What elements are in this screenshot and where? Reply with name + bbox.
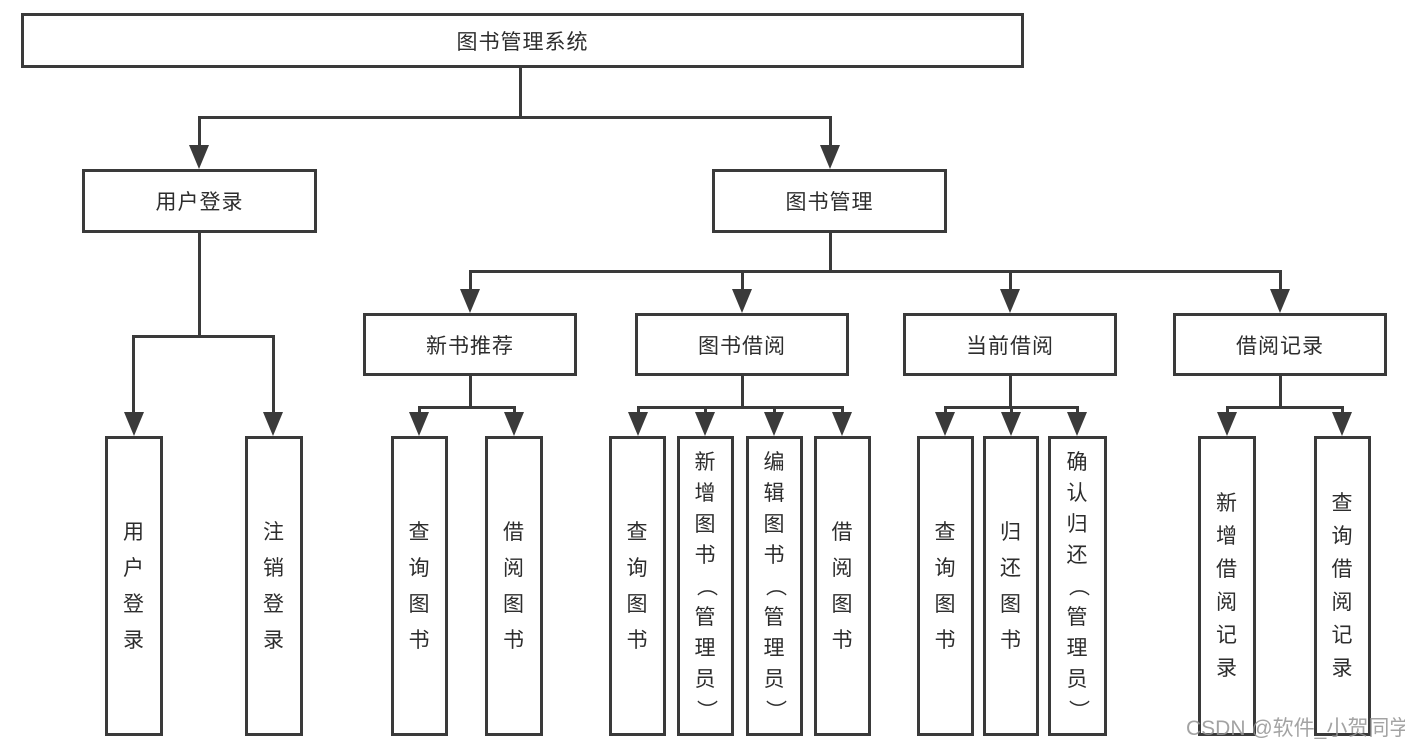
connector-line — [637, 406, 844, 409]
leaf-current-query-label: 查询图书 — [934, 520, 957, 652]
connector-line — [741, 376, 744, 409]
connector-line — [637, 406, 640, 416]
connector-line — [1010, 406, 1013, 416]
arrowhead-down-icon — [695, 412, 715, 436]
connector-line — [198, 116, 832, 119]
leaf-confirm-return-admin-label: 确认归还（管理员） — [1066, 450, 1089, 722]
node-borrow-records-label: 借阅记录 — [1236, 334, 1324, 358]
leaf-add-book-admin-label: 新增图书（管理员） — [694, 450, 717, 722]
csdn-watermark: CSDN @软件_小贺同学 — [1186, 717, 1405, 740]
leaf-confirm-return-admin: 确认归还（管理员） — [1048, 436, 1107, 736]
leaf-user-login-label: 用户登录 — [123, 520, 145, 652]
node-book-management-label: 图书管理 — [785, 191, 874, 214]
connector-line — [944, 406, 947, 416]
leaf-add-borrow-record: 新增借阅记录 — [1198, 436, 1256, 736]
connector-line — [469, 270, 472, 294]
connector-line — [1341, 406, 1344, 416]
node-root: 图书管理系统 — [21, 13, 1024, 68]
connector-line — [418, 406, 421, 416]
connector-line — [418, 406, 516, 409]
node-new-book-recommend-label: 新书推荐 — [426, 334, 514, 358]
leaf-return-book: 归还图书 — [983, 436, 1039, 736]
node-borrow-records: 借阅记录 — [1173, 313, 1387, 376]
connector-line — [469, 270, 1282, 273]
leaf-logout: 注销登录 — [245, 436, 303, 736]
connector-line — [513, 406, 516, 416]
node-current-borrow: 当前借阅 — [903, 313, 1117, 376]
leaf-edit-book-admin: 编辑图书（管理员） — [746, 436, 803, 736]
leaf-query-borrow-record: 查询借阅记录 — [1314, 436, 1371, 736]
leaf-borrow-book: 借阅图书 — [814, 436, 871, 736]
arrowhead-down-icon — [628, 412, 648, 436]
connector-line — [773, 406, 776, 416]
leaf-borrow-book-label: 借阅图书 — [831, 520, 854, 652]
node-user-login: 用户登录 — [82, 169, 317, 233]
leaf-return-book-label: 归还图书 — [1000, 520, 1022, 652]
connector-line — [519, 68, 522, 119]
arrowhead-down-icon — [1217, 412, 1237, 436]
node-book-borrow: 图书借阅 — [635, 313, 849, 376]
leaf-edit-book-admin-label: 编辑图书（管理员） — [763, 450, 786, 722]
arrowhead-down-icon — [124, 412, 144, 436]
arrowhead-down-icon — [460, 289, 480, 313]
arrowhead-down-icon — [504, 412, 524, 436]
connector-line — [1009, 376, 1012, 409]
connector-line — [841, 406, 844, 416]
leaf-query-borrow-record-label: 查询借阅记录 — [1331, 492, 1354, 680]
arrowhead-down-icon — [189, 145, 209, 169]
arrowhead-down-icon — [764, 412, 784, 436]
leaf-newbook-query-label: 查询图书 — [408, 520, 431, 652]
leaf-current-query: 查询图书 — [917, 436, 974, 736]
arrowhead-down-icon — [832, 412, 852, 436]
connector-line — [198, 233, 201, 338]
leaf-newbook-borrow: 借阅图书 — [485, 436, 543, 736]
leaf-add-borrow-record-label: 新增借阅记录 — [1216, 492, 1238, 680]
connector-line — [132, 335, 275, 338]
arrowhead-down-icon — [1270, 289, 1290, 313]
connector-line — [272, 335, 275, 417]
leaf-add-book-admin: 新增图书（管理员） — [677, 436, 734, 736]
arrowhead-down-icon — [820, 145, 840, 169]
node-user-login-label: 用户登录 — [155, 191, 244, 214]
node-root-label: 图书管理系统 — [456, 30, 589, 54]
node-book-borrow-label: 图书借阅 — [698, 334, 786, 358]
connector-line — [1279, 270, 1282, 294]
connector-line — [704, 406, 707, 416]
leaf-logout-label: 注销登录 — [263, 520, 285, 652]
connector-line — [1279, 376, 1282, 409]
connector-line — [1226, 406, 1344, 409]
connector-line — [198, 116, 201, 151]
node-new-book-recommend: 新书推荐 — [363, 313, 577, 376]
arrowhead-down-icon — [732, 289, 752, 313]
arrowhead-down-icon — [1067, 412, 1087, 436]
leaf-borrow-query: 查询图书 — [609, 436, 666, 736]
leaf-newbook-borrow-label: 借阅图书 — [503, 520, 525, 652]
arrowhead-down-icon — [1001, 412, 1021, 436]
node-book-management: 图书管理 — [712, 169, 947, 233]
connector-line — [944, 406, 1079, 409]
connector-line — [1226, 406, 1229, 416]
node-current-borrow-label: 当前借阅 — [966, 334, 1054, 358]
leaf-newbook-query: 查询图书 — [391, 436, 448, 736]
arrowhead-down-icon — [263, 412, 283, 436]
connector-line — [1009, 270, 1012, 294]
connector-line — [829, 116, 832, 151]
connector-line — [132, 335, 135, 417]
connector-line — [469, 376, 472, 409]
arrowhead-down-icon — [1000, 289, 1020, 313]
connector-line — [1076, 406, 1079, 416]
leaf-borrow-query-label: 查询图书 — [626, 520, 649, 652]
connector-line — [829, 233, 832, 273]
arrowhead-down-icon — [409, 412, 429, 436]
arrowhead-down-icon — [1332, 412, 1352, 436]
arrowhead-down-icon — [935, 412, 955, 436]
leaf-user-login: 用户登录 — [105, 436, 163, 736]
connector-line — [741, 270, 744, 294]
